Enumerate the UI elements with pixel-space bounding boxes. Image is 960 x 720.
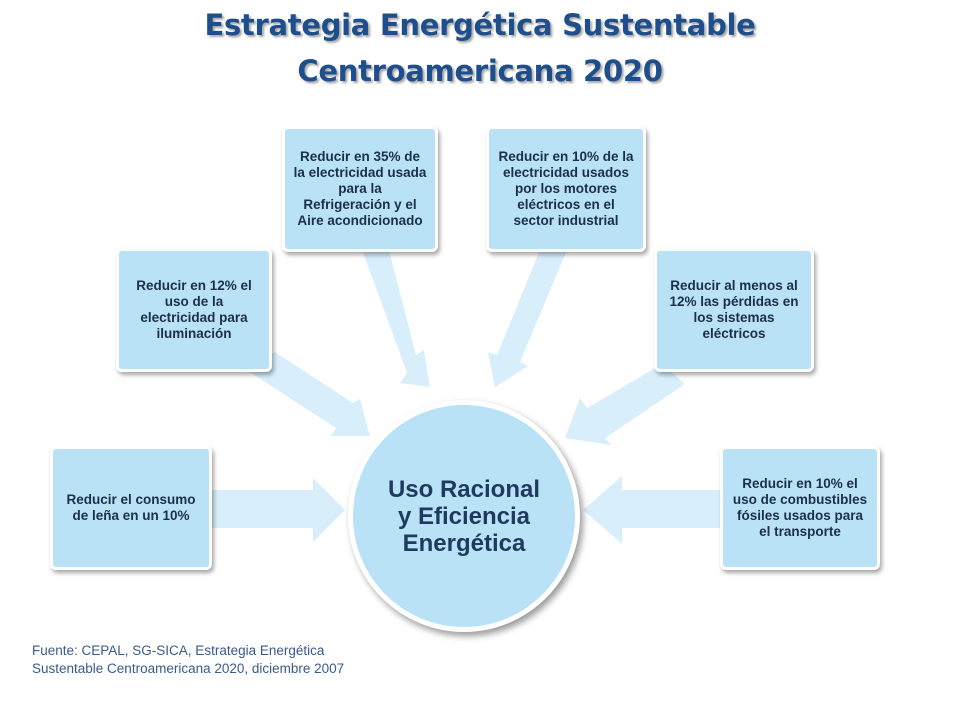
arrow-goal-4 <box>488 250 567 387</box>
title-line-1: Estrategia Energética Sustentable <box>204 8 756 42</box>
goal-box-firewood: Reducir el consumo de leña en un 10% <box>50 446 212 570</box>
goal-box-grid-losses: Reducir al menos al 12% las pérdidas en … <box>654 248 814 372</box>
goal-box-lighting: Reducir en 12% el uso de la electricidad… <box>116 248 272 372</box>
goal-label: Reducir al menos al 12% las pérdidas en … <box>669 278 799 341</box>
goal-label: Reducir en 10% el uso de combustibles fó… <box>732 476 868 539</box>
arrow-goal-3 <box>362 250 430 387</box>
source-line-2: Sustentable Centroamericana 2020, diciem… <box>32 661 345 676</box>
goal-box-industrial-motors: Reducir en 10% de la electricidad usados… <box>486 126 646 252</box>
goal-box-refrigeration: Reducir en 35% de la electricidad usada … <box>282 126 438 252</box>
source-citation: Fuente: CEPAL, SG-SICA, Estrategia Energ… <box>32 642 452 678</box>
page-title: Estrategia Energética Sustentable Centro… <box>0 2 960 94</box>
arrow-goal-5 <box>565 364 685 445</box>
goal-label: Reducir en 35% de la electricidad usada … <box>293 149 427 228</box>
central-hub-circle: Uso Racional y Eficiencia Energética <box>348 400 580 632</box>
goal-box-transport-fuel: Reducir en 10% el uso de combustibles fó… <box>720 446 880 570</box>
title-line-2: Centroamericana 2020 <box>297 54 663 88</box>
source-line-1: Fuente: CEPAL, SG-SICA, Estrategia Energ… <box>32 643 325 658</box>
arrow-goal-1 <box>208 478 345 542</box>
goal-label: Reducir el consumo de leña en un 10% <box>66 492 196 523</box>
goal-label: Reducir en 12% el uso de la electricidad… <box>136 278 252 341</box>
arrow-goal-2 <box>248 352 370 436</box>
arrow-goal-6 <box>583 476 722 544</box>
hub-label: Uso Racional y Eficiencia Energética <box>387 475 541 557</box>
goal-label: Reducir en 10% de la electricidad usados… <box>498 149 634 228</box>
